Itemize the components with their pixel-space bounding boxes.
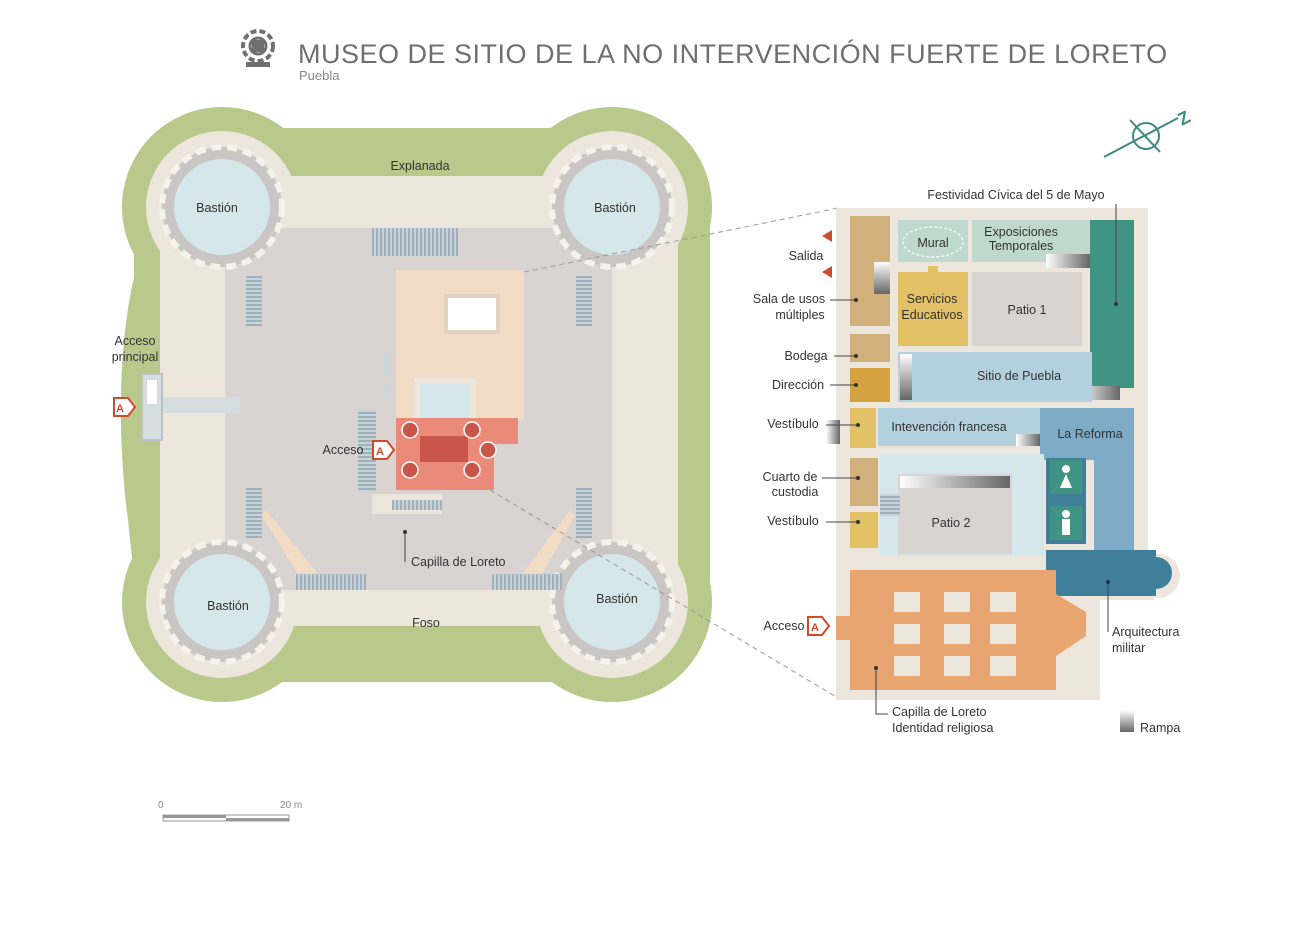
reforma-label: La Reforma bbox=[1057, 427, 1122, 441]
museum-logo-icon bbox=[241, 29, 275, 67]
arquitectura-label-1: Arquitectura bbox=[1112, 625, 1179, 639]
entrance-a-icon[interactable]: A bbox=[113, 397, 137, 417]
bastion-bottom-left bbox=[159, 539, 285, 665]
page-subtitle: Puebla bbox=[299, 68, 340, 83]
room-intervencion bbox=[878, 408, 1040, 446]
fort-acceso-label: Acceso bbox=[323, 443, 364, 457]
sala-usos-label-2: múltiples bbox=[775, 308, 824, 322]
room-sitio-puebla bbox=[898, 352, 1092, 402]
room-cuarto-custodia bbox=[850, 458, 878, 506]
bodega-label: Bodega bbox=[784, 349, 827, 363]
salida-label: Salida bbox=[789, 249, 824, 263]
vestibulo-1-label: Vestíbulo bbox=[767, 417, 818, 431]
entrance-a-icon[interactable]: A bbox=[372, 440, 396, 460]
foso-label: Foso bbox=[412, 616, 440, 630]
mural-label: Mural bbox=[917, 236, 948, 250]
entrance-a-icon[interactable]: A bbox=[807, 616, 831, 636]
capilla-label-1: Capilla de Loreto bbox=[892, 705, 987, 719]
cuarto-label-1: Cuarto de bbox=[763, 470, 818, 484]
room-servicios bbox=[898, 272, 968, 346]
detail-plan bbox=[826, 208, 1180, 700]
vestibulo-2-label: Vestíbulo bbox=[767, 514, 818, 528]
fort-capilla-label: Capilla de Loreto bbox=[411, 555, 506, 569]
direccion-label: Dirección bbox=[772, 378, 824, 392]
acceso-principal-label-2: principal bbox=[112, 350, 159, 364]
fort-plan bbox=[120, 107, 712, 702]
sala-usos-label-1: Sala de usos bbox=[753, 292, 825, 306]
room-arquitectura bbox=[1046, 550, 1156, 596]
cuarto-label-2: custodia bbox=[772, 485, 819, 499]
svg-text:Z: Z bbox=[1174, 107, 1193, 130]
bastion-top-left-label: Bastión bbox=[196, 201, 238, 215]
festividad-label: Festividad Cívica del 5 de Mayo bbox=[927, 188, 1104, 202]
bastion-bottom-left-label: Bastión bbox=[207, 599, 249, 613]
svg-text:A: A bbox=[811, 622, 819, 634]
bastion-top-right bbox=[549, 144, 675, 270]
explanada-label: Explanada bbox=[390, 159, 449, 173]
restroom-women-icon bbox=[1050, 460, 1082, 494]
patio1-label: Patio 1 bbox=[1008, 303, 1047, 317]
plan-acceso-label: Acceso bbox=[764, 619, 805, 633]
rampa-label: Rampa bbox=[1140, 721, 1180, 735]
exposiciones-label-2: Temporales bbox=[989, 239, 1054, 253]
exposiciones-label-1: Exposiciones bbox=[984, 225, 1058, 239]
bastion-bottom-right-label: Bastión bbox=[596, 592, 638, 606]
acceso-principal-label-1: Acceso bbox=[115, 334, 156, 348]
arquitectura-label-2: militar bbox=[1112, 641, 1145, 655]
room-mural bbox=[898, 220, 968, 262]
scale-end-label: 20 m bbox=[280, 800, 302, 811]
servicios-label-1: Servicios bbox=[907, 292, 958, 306]
exit-arrow-icon bbox=[822, 266, 832, 278]
intervencion-label: Intevención francesa bbox=[891, 420, 1006, 434]
bastion-top-right-label: Bastión bbox=[594, 201, 636, 215]
bastion-top-left bbox=[159, 144, 285, 270]
exit-arrow-icon bbox=[822, 230, 832, 242]
compass-icon: Z bbox=[1103, 107, 1194, 158]
sitio-label: Sitio de Puebla bbox=[977, 369, 1061, 383]
servicios-label-2: Educativos bbox=[901, 308, 962, 322]
page-title: MUSEO DE SITIO DE LA NO INTERVENCIÓN FUE… bbox=[298, 38, 1168, 69]
scale-bar bbox=[162, 814, 290, 822]
capilla-label-2: Identidad religiosa bbox=[892, 721, 994, 735]
ramp-icon bbox=[1120, 710, 1134, 732]
room-vestibulo-1 bbox=[850, 408, 876, 448]
bastion-bottom-right bbox=[549, 539, 675, 665]
restroom-men-icon bbox=[1050, 506, 1082, 540]
room-vestibulo-2 bbox=[850, 512, 878, 548]
svg-text:A: A bbox=[116, 403, 124, 415]
room-festividad bbox=[1090, 220, 1134, 388]
room-patio-1 bbox=[972, 272, 1082, 346]
svg-text:A: A bbox=[376, 446, 384, 458]
room-reforma bbox=[1040, 408, 1134, 460]
patio2-label: Patio 2 bbox=[932, 516, 971, 530]
scale-start-label: 0 bbox=[158, 800, 164, 811]
